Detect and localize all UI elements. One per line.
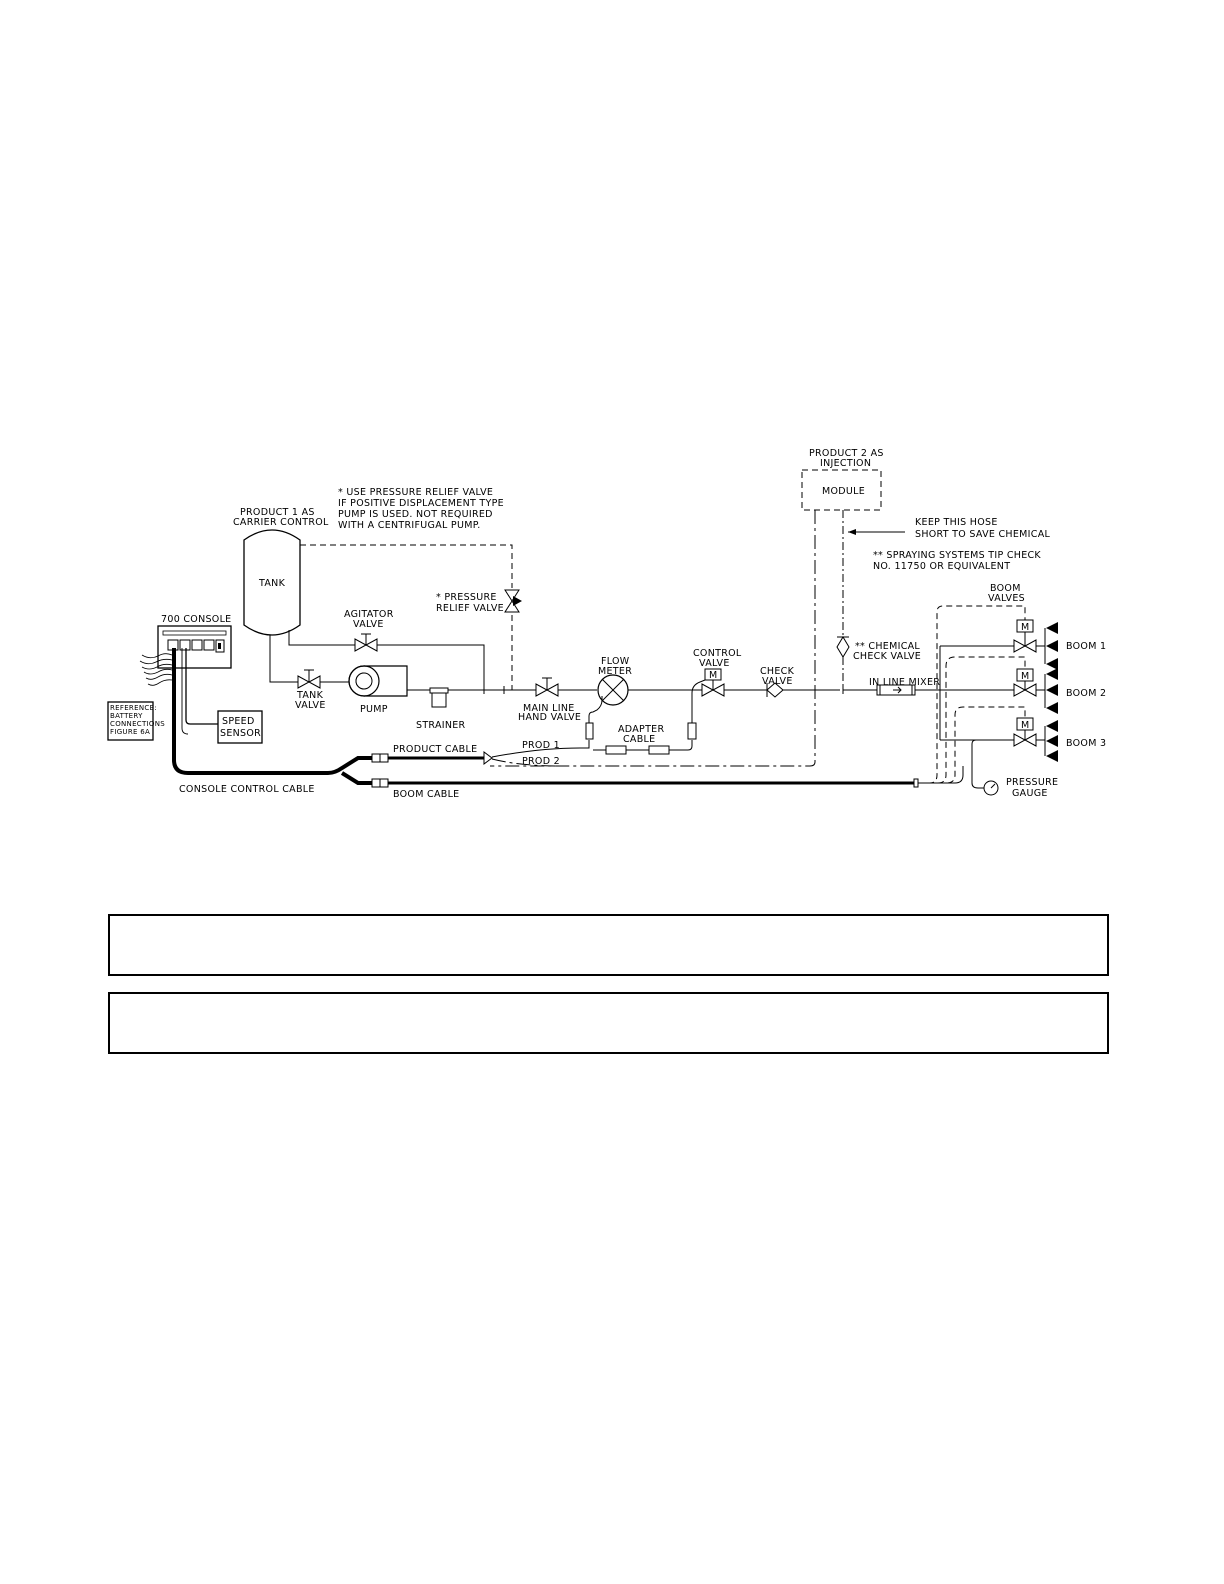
reference-label-4: FIGURE 6A (110, 728, 150, 736)
relief-note-3: PUMP IS USED. NOT REQUIRED (338, 509, 493, 520)
pressure-gauge-label-2: GAUGE (1012, 788, 1048, 799)
control-valve-label-1: CONTROL (693, 648, 742, 659)
main-line-hand-valve-icon (535, 677, 559, 697)
boom-3-nozzles-icon (1044, 720, 1058, 762)
prod1-wire (491, 740, 590, 758)
product2-label-1: PRODUCT 2 AS (809, 448, 884, 459)
product2-label-2: INJECTION (820, 458, 871, 469)
boom-valve-1-motor: M (1021, 622, 1030, 633)
agitator-label-1: AGITATOR (344, 609, 394, 620)
flow-meter-icon (597, 674, 629, 706)
prv-label-1: * PRESSURE (436, 592, 497, 603)
boom-cable-connector-icon (371, 778, 389, 788)
pressure-gauge-line (918, 766, 964, 784)
product1-label: PRODUCT 1 AS (240, 507, 315, 518)
inline-mixer-icon (876, 684, 916, 696)
relief-return-line (300, 544, 513, 588)
console-control-cable (172, 648, 372, 785)
battery-wires (139, 653, 173, 686)
main-line-label-1: MAIN LINE (523, 703, 575, 714)
boom-1-nozzles-icon (1044, 622, 1058, 670)
module-label: MODULE (822, 486, 865, 497)
reference-label-2: BATTERY (110, 712, 143, 720)
pressure-relief-valve-icon (504, 589, 522, 613)
control-valve-icon: M (701, 668, 725, 697)
control-valve-label-2: VALVE (699, 658, 730, 669)
console-cable-label: CONSOLE CONTROL CABLE (179, 784, 315, 795)
tip-note-1: ** SPRAYING SYSTEMS TIP CHECK (873, 550, 1041, 561)
speed-sensor-label-2: SENSOR (220, 728, 261, 739)
relief-note-4: WITH A CENTRIFUGAL PUMP. (338, 520, 481, 531)
tank-outlet-line (269, 635, 350, 683)
main-line-label-2: HAND VALVE (518, 712, 581, 723)
note-box-1 (108, 914, 1109, 976)
chemical-check-valve-icon (836, 636, 850, 658)
flow-meter-label-2: METER (598, 666, 632, 677)
prod1-label: PROD 1 (522, 740, 560, 751)
boom-3-label: BOOM 3 (1066, 738, 1106, 749)
tip-note-2: NO. 11750 OR EQUIVALENT (873, 561, 1010, 572)
tank-valve-label-1: TANK (296, 690, 324, 701)
check-valve-label-1: CHECK (760, 666, 795, 677)
check-valve-label-2: VALVE (762, 676, 793, 687)
pressure-gauge-label-1: PRESSURE (1006, 777, 1058, 788)
tank: TANK (243, 529, 301, 636)
boom-valves-label-2: VALVES (988, 593, 1025, 604)
inline-mixer-label: IN LINE MIXER (869, 677, 940, 688)
boom-valve-2-icon: M (1013, 668, 1037, 697)
product-cable-label: PRODUCT CABLE (393, 744, 477, 755)
boom-valve-1-icon: M (1013, 619, 1037, 653)
flow-meter-label-1: FLOW (601, 656, 630, 667)
console-label: 700 CONSOLE (161, 614, 231, 625)
relief-note-1: * USE PRESSURE RELIEF VALVE (338, 487, 493, 498)
boom-valve-2-motor: M (1021, 671, 1030, 682)
reference-label-3: CONNECTIONS (110, 720, 165, 728)
chem-check-label-2: CHECK VALVE (853, 651, 921, 662)
product-cable-connector-icon (371, 753, 389, 763)
speed-sensor-label-1: SPEED (222, 716, 255, 727)
prod2-wire (491, 758, 561, 767)
strainer-label: STRAINER (416, 720, 466, 731)
boom-1-label: BOOM 1 (1066, 641, 1106, 652)
boom-valve-3-motor: M (1021, 720, 1030, 731)
agitator-line (288, 630, 485, 690)
prod2-label: PROD 2 (522, 756, 560, 767)
adapter-label-1: ADAPTER (618, 724, 664, 735)
module-cable (490, 510, 816, 767)
product1-label-2: CARRIER CONTROL (233, 517, 329, 528)
pump-icon (348, 665, 408, 697)
check-valve-icon (766, 682, 784, 698)
boom-valves-label-1: BOOM (990, 583, 1021, 594)
reference-label-1: REFERENCE: (110, 704, 157, 712)
hose-note-1: KEEP THIS HOSE (915, 517, 998, 528)
prv-label-2: RELIEF VALVE (436, 603, 504, 614)
boom-cable-label: BOOM CABLE (393, 789, 459, 800)
control-valve-motor: M (709, 670, 718, 681)
tank-valve-icon (297, 669, 321, 689)
tank-valve-label-2: VALVE (295, 700, 326, 711)
agitator-label-2: VALVE (353, 619, 384, 630)
agitator-valve-icon (354, 633, 378, 652)
boom-2-nozzles-icon (1044, 668, 1058, 714)
strainer-icon (429, 687, 449, 708)
adapter-label-2: CABLE (623, 734, 655, 745)
pressure-gauge-icon (983, 780, 999, 796)
relief-note-2: IF POSITIVE DISPLACEMENT TYPE (338, 498, 504, 509)
speed-sensor-wire (185, 648, 218, 725)
pump-label: PUMP (360, 704, 388, 715)
tank-label: TANK (258, 578, 286, 589)
chem-check-label-1: ** CHEMICAL (855, 641, 920, 652)
adapter-cable-icon (585, 679, 706, 755)
note-box-2 (108, 992, 1109, 1054)
console-700-icon (157, 625, 232, 669)
hose-note-2: SHORT TO SAVE CHEMICAL (915, 529, 1051, 540)
boom-2-label: BOOM 2 (1066, 688, 1106, 699)
boom-valve-3-icon: M (1013, 717, 1037, 747)
